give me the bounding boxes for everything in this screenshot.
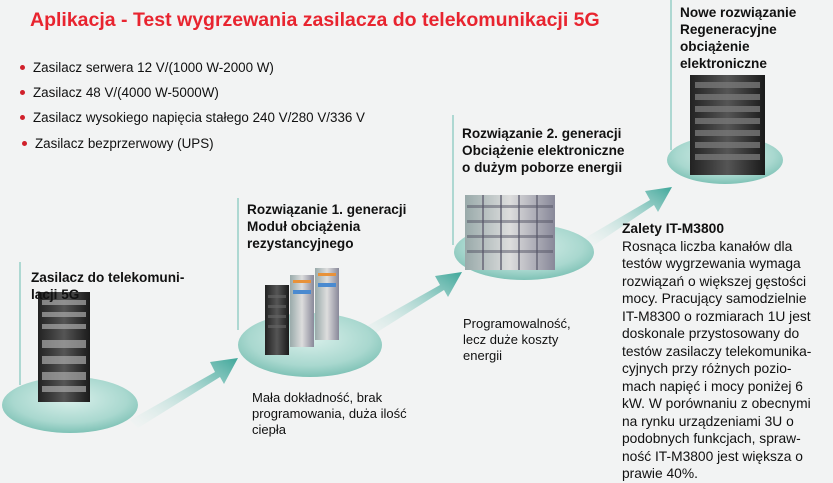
advantages-line: mocy. Pracujący samodzielnie — [622, 291, 807, 306]
stage-3-heading: Rozwiązanie 2. generacji Obciążenie elek… — [462, 125, 624, 176]
stage-2-description: Mała dokładność, brak programowania, duż… — [252, 390, 407, 438]
desc-line: ciepła — [252, 422, 286, 437]
bullet-icon — [20, 64, 25, 70]
bullet-icon — [20, 89, 25, 95]
advantages-line: mach napięć i mocy poniżej 6 — [622, 378, 803, 394]
desc-line: energii — [463, 348, 503, 363]
advantages-title: Zalety IT-M3800 — [622, 221, 724, 236]
platform-1 — [2, 377, 138, 433]
heading-line: o dużym poborze energii — [462, 160, 623, 175]
bullet-text: Zasilacz 48 V/(4000 W-5000W) — [33, 85, 219, 100]
advantages-line: testów wygrzewania wymaga — [622, 256, 801, 271]
advantages-line: prawie 40%. — [622, 466, 698, 481]
heading-line: rezystancyjnego — [247, 236, 354, 251]
advantages-line: doskonale przystosowany do — [622, 326, 800, 341]
advantages-line: Rosnąca liczba kanałów dla — [622, 238, 793, 254]
advantages-line: ność IT-M3800 jest większa o — [622, 448, 803, 464]
advantages-line: cyjnych przy różnych pozio- — [622, 361, 792, 376]
advantages-box: Zalety IT-M3800 Rosnąca liczba kanałów d… — [622, 220, 833, 483]
bullet-item: Zasilacz serwera 12 V/(1000 W-2000 W) — [20, 60, 274, 75]
stage-2-heading: Rozwiązanie 1. generacji Moduł obciążeni… — [247, 201, 406, 252]
bullet-icon — [20, 114, 25, 120]
desc-line: programowania, duża ilość — [252, 406, 407, 421]
telecom-rack-image — [38, 292, 90, 402]
regenerative-load-rack-image — [690, 75, 765, 175]
bullet-item: Zasilacz wysokiego napięcia stałego 240 … — [20, 110, 365, 125]
advantages-line: IT-M8300 o rozmiarach 1U jest — [622, 308, 811, 324]
page-title: Aplikacja - Test wygrzewania zasilacza d… — [30, 9, 600, 31]
bullet-item: Zasilacz 48 V/(4000 W-5000W) — [20, 85, 219, 100]
heading-line: lacji 5G — [31, 287, 80, 302]
resistive-load-racks-image — [265, 268, 339, 355]
heading-line: obciążenie — [680, 39, 750, 54]
stage-3-description: Programowalność, lecz duże koszty energi… — [463, 316, 571, 364]
advantages-text: Rosnąca liczba kanałów dla testów wygrzew… — [622, 238, 833, 483]
bullet-icon — [22, 140, 27, 146]
heading-line: Rozwiązanie 1. generacji — [247, 202, 407, 217]
advantages-line: podobnych funkcjach, spraw- — [622, 431, 801, 446]
heading-line: Nowe rozwiązanie — [680, 5, 797, 20]
stage-4-heading: Nowe rozwiązanie Regeneracyjne obciążeni… — [680, 4, 796, 72]
heading-line: Obciążenie elektroniczne — [462, 143, 625, 158]
stage-1-heading: Zasilacz do telekomuni- lacji 5G — [31, 269, 184, 303]
advantages-line: kW. W porównaniu z obecnymi — [622, 396, 811, 411]
divider-lines — [19, 0, 672, 385]
bullet-text: Zasilacz serwera 12 V/(1000 W-2000 W) — [33, 60, 274, 75]
desc-line: lecz duże koszty — [463, 332, 559, 347]
bullet-item: Zasilacz bezprzerwowy (UPS) — [22, 136, 214, 151]
desc-line: Programowalność, — [463, 316, 571, 331]
heading-line: Moduł obciążenia — [247, 219, 361, 234]
desc-line: Mała dokładność, brak — [252, 390, 383, 405]
bullet-text: Zasilacz wysokiego napięcia stałego 240 … — [33, 110, 365, 125]
advantages-line: na rynku urządzeniami 3U o — [622, 413, 794, 429]
bullet-text: Zasilacz bezprzerwowy (UPS) — [35, 136, 214, 151]
arrow-icons — [130, 187, 672, 428]
heading-line: Regeneracyjne — [680, 22, 777, 37]
electronic-load-racks-image — [465, 195, 555, 270]
heading-line: Rozwiązanie 2. generacji — [462, 126, 622, 141]
heading-line: Zasilacz do telekomuni- — [31, 270, 185, 285]
heading-line: elektroniczne — [680, 56, 767, 71]
advantages-line: rozwiązań o większej gęstości — [622, 273, 807, 289]
advantages-line: testów zasilaczy telekomunika- — [622, 343, 812, 359]
